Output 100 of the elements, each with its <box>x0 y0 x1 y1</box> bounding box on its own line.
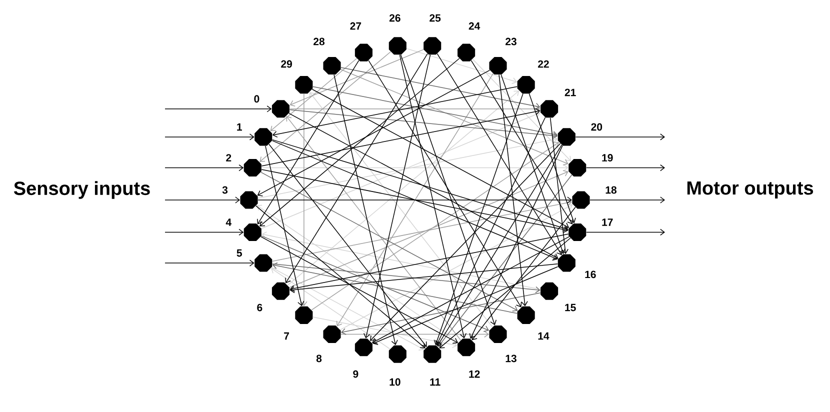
node-number: 29 <box>281 60 292 68</box>
octagon-node <box>489 325 507 343</box>
node-number: 6 <box>257 304 262 312</box>
node-number: 15 <box>565 304 576 312</box>
arrow <box>472 58 572 162</box>
arrow <box>256 205 426 348</box>
node-number: 10 <box>390 378 400 386</box>
node-number: 14 <box>538 332 550 340</box>
arrow <box>498 74 528 306</box>
node-number: 4 <box>226 218 232 226</box>
octagon-node <box>388 345 406 363</box>
octagon-node <box>244 223 262 241</box>
node-number: 26 <box>389 14 400 22</box>
octagon-node <box>388 37 406 55</box>
output-arrow <box>586 164 665 172</box>
node-number: 28 <box>314 38 324 46</box>
node-number: 0 <box>254 95 260 103</box>
input-arrow <box>164 196 240 204</box>
arrow <box>260 236 458 344</box>
arrow <box>272 140 558 261</box>
arrow <box>435 117 546 346</box>
octagon-node <box>254 254 272 272</box>
octagon-node <box>354 338 372 356</box>
arrow <box>550 117 568 254</box>
arrow <box>286 116 462 341</box>
arrow <box>400 54 497 326</box>
node-number: 8 <box>316 354 322 362</box>
node-number: 27 <box>350 22 362 30</box>
arrow <box>312 88 570 229</box>
octagon-node <box>558 128 576 146</box>
arrow <box>287 90 520 286</box>
input-arrow <box>164 106 272 112</box>
node-number: 17 <box>602 218 613 226</box>
octagon-node <box>354 44 372 62</box>
arrow <box>261 108 540 166</box>
node-number: 3 <box>222 186 228 194</box>
arrow <box>372 266 558 346</box>
octagon-node <box>244 159 262 177</box>
arrow <box>309 92 493 328</box>
arrow <box>340 67 540 110</box>
node-number: 21 <box>564 88 576 96</box>
arrow <box>470 60 574 224</box>
node-number: 5 <box>236 249 242 257</box>
arrow <box>500 74 566 254</box>
side-label: Sensory inputs <box>14 181 150 199</box>
arrow <box>261 169 568 233</box>
arrow <box>261 164 568 172</box>
arrow <box>340 204 573 330</box>
node-number: 22 <box>538 60 549 68</box>
arrow <box>258 196 572 204</box>
octagon-node <box>323 57 341 75</box>
input-arrow <box>164 164 244 172</box>
arrow <box>436 144 562 346</box>
arrow <box>261 236 490 332</box>
arrow <box>285 53 428 284</box>
node-number: 1 <box>237 123 242 131</box>
node-number: 11 <box>430 378 440 386</box>
octagon-node <box>295 306 313 324</box>
arrow <box>336 73 494 326</box>
arrow <box>290 234 569 292</box>
octagon-node <box>568 223 586 241</box>
arrow <box>340 330 490 338</box>
output-arrow <box>590 196 665 204</box>
octagon-node <box>272 282 290 300</box>
node-number: 13 <box>506 354 516 362</box>
arrow <box>257 70 490 196</box>
arrow <box>257 60 360 224</box>
node-number: 2 <box>226 154 232 162</box>
octagon-node <box>572 191 590 209</box>
node-number: 18 <box>606 186 616 194</box>
node-number: 24 <box>468 22 480 30</box>
input-arrow <box>164 134 254 140</box>
arrow <box>289 106 540 112</box>
octagon-node <box>458 44 476 62</box>
arrow <box>261 111 540 229</box>
octagon-node <box>517 76 535 94</box>
node-number: 9 <box>353 370 358 378</box>
octagon-node <box>272 100 290 118</box>
input-arrow <box>164 228 244 236</box>
arrow <box>270 58 358 132</box>
arrow <box>289 170 568 288</box>
arrow <box>268 144 427 347</box>
octagon-node <box>424 37 442 55</box>
arrow <box>472 206 576 340</box>
octagon-node <box>568 159 586 177</box>
octagon-node <box>240 191 258 209</box>
arrow <box>260 172 518 312</box>
arrow <box>272 86 518 138</box>
octagon-node <box>540 100 558 118</box>
arrow <box>399 54 467 338</box>
arrow <box>406 48 518 84</box>
arrow <box>300 93 308 306</box>
arrow <box>272 139 568 232</box>
arrow <box>434 93 524 346</box>
output-arrow <box>586 228 665 236</box>
arrow <box>436 53 562 256</box>
arrow <box>271 267 424 351</box>
arrow <box>312 86 558 138</box>
octagon-node <box>254 128 272 146</box>
arrow <box>368 60 522 308</box>
